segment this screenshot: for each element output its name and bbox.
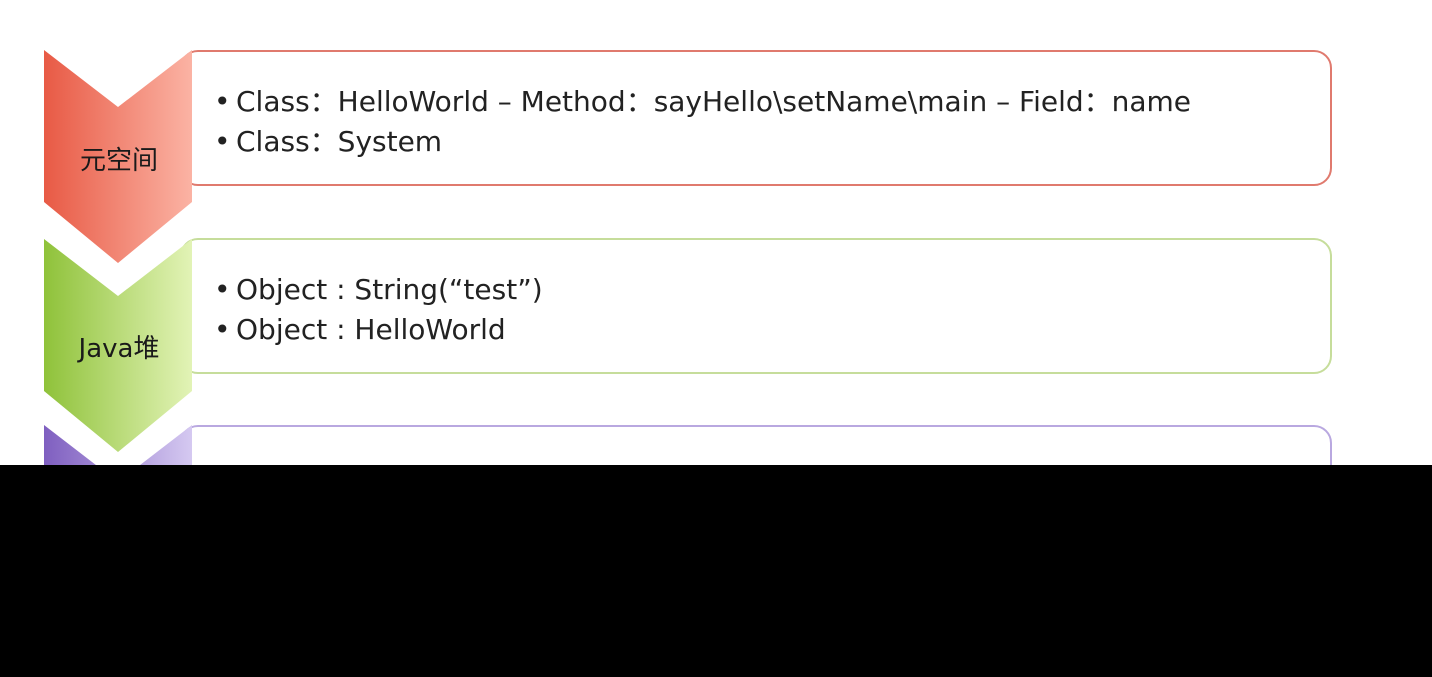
metaspace-item: Class：HelloWorld – Method：sayHello\setNa… bbox=[214, 82, 1191, 122]
black-overlay bbox=[0, 465, 1432, 677]
stack-item-list: Parameter reference：“test” to String obj… bbox=[214, 457, 860, 465]
diagram-slide: Class：HelloWorld – Method：sayHello\setNa… bbox=[0, 0, 1432, 465]
stack-chevron bbox=[44, 425, 192, 465]
metaspace-item-list: Class：HelloWorld – Method：sayHello\setNa… bbox=[214, 82, 1191, 162]
stack-content-box: Parameter reference：“test” to String obj… bbox=[180, 425, 1332, 465]
stack-item: Parameter reference：“test” to String obj… bbox=[214, 457, 860, 465]
heap-item: Object : String(“test”) bbox=[214, 270, 543, 310]
heap-item-list: Object : String(“test”) Object : HelloWo… bbox=[214, 270, 543, 350]
heap-chevron bbox=[44, 239, 192, 452]
heap-item: Object : HelloWorld bbox=[214, 310, 543, 350]
heap-label: Java堆 bbox=[78, 334, 160, 364]
metaspace-chevron bbox=[44, 50, 192, 263]
metaspace-item: Class：System bbox=[214, 122, 1191, 162]
heap-content-box: Object : String(“test”) Object : HelloWo… bbox=[180, 238, 1332, 374]
metaspace-label: 元空间 bbox=[79, 146, 158, 176]
metaspace-content-box: Class：HelloWorld – Method：sayHello\setNa… bbox=[180, 50, 1332, 186]
